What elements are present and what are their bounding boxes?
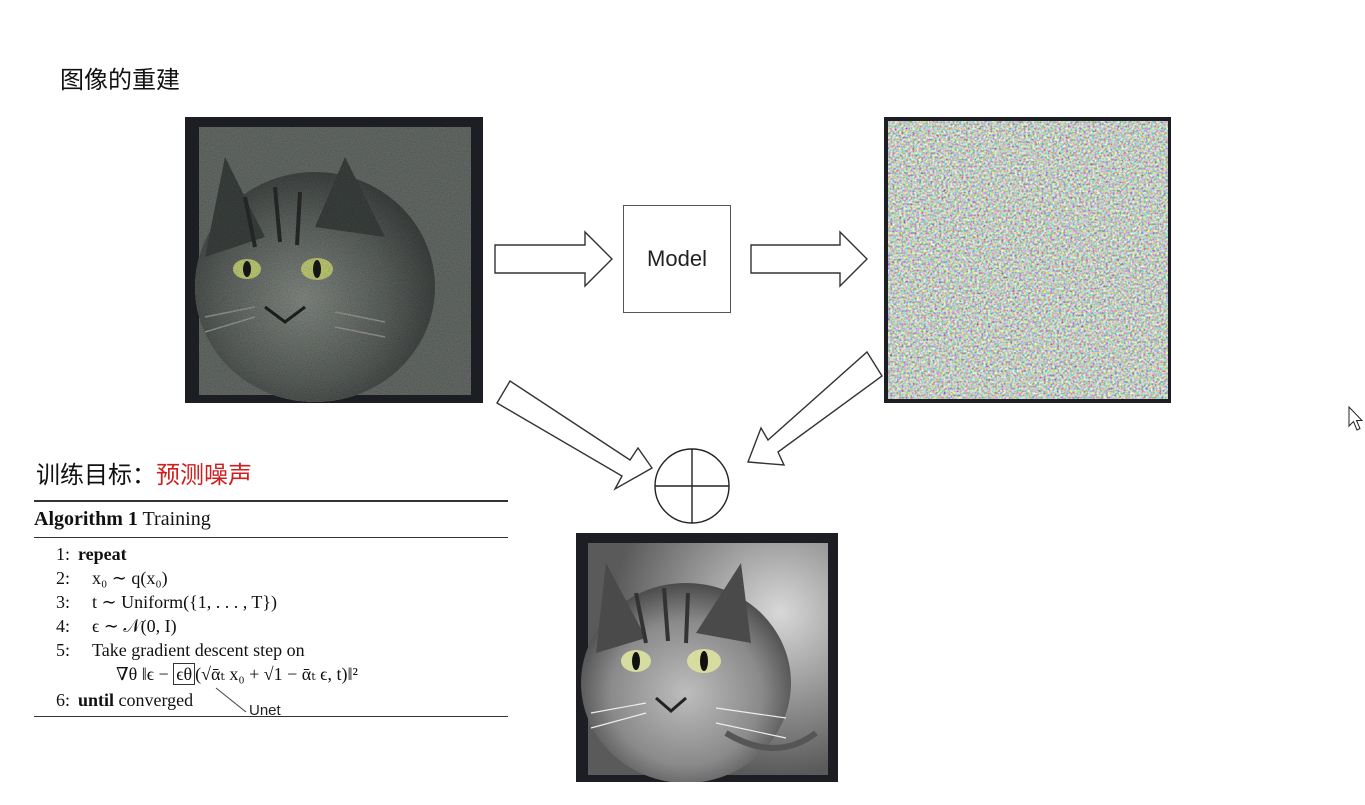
objective-label: 训练目标：	[36, 461, 156, 489]
slide-title: 图像的重建	[60, 66, 180, 94]
line-number: 1:	[55, 544, 70, 564]
algorithm-line: 3: t ∼ Uniform({1, . . . , T})	[34, 590, 508, 614]
line-number: 4:	[55, 616, 70, 636]
rule-bottom	[34, 716, 508, 717]
line-number: 6:	[55, 690, 70, 710]
rule-mid	[34, 537, 508, 538]
line-text: Take gradient descent step on	[92, 640, 305, 660]
diagonal-arrow-icon	[496, 380, 654, 491]
right-arrow-icon	[494, 230, 613, 288]
line-number: 5:	[55, 640, 70, 660]
rule-top	[34, 500, 508, 502]
algorithm-title: Algorithm 1 Training	[34, 502, 508, 537]
diagonal-arrow-icon	[747, 350, 883, 466]
algorithm-line: 5: Take gradient descent step on	[34, 638, 508, 662]
algorithm-line: 1: repeat	[34, 542, 508, 566]
plus-circle-icon	[654, 448, 730, 524]
line-number: 3:	[55, 592, 70, 612]
unet-label: Unet	[249, 702, 281, 719]
line-text: ϵ ∼ 𝒩(0, I)	[92, 616, 177, 636]
unet-pointer-line	[215, 687, 247, 713]
algorithm-line: 2: x₀ ∼ q(x₀)	[34, 566, 508, 590]
objective-value: 预测噪声	[156, 461, 252, 489]
loss-formula: ∇θ ‖ϵ − ϵθ(√ᾱₜ x₀ + √1 − ᾱₜ ϵ, t)‖²	[34, 662, 508, 688]
formula-prefix: ∇θ ‖ϵ −	[116, 664, 174, 684]
right-arrow-icon	[750, 230, 868, 288]
algorithm-line: 6: until converged	[34, 688, 508, 712]
model-box: Model	[623, 205, 731, 313]
algorithm-title-bold: Algorithm 1	[34, 508, 138, 530]
mouse-cursor-icon	[1348, 405, 1364, 436]
line-text: converged	[114, 690, 194, 710]
formula-suffix: (√ᾱₜ x₀ + √1 − ᾱₜ ϵ, t)‖²	[195, 664, 358, 684]
line-text-bold: until	[78, 690, 115, 710]
noisy-cat-image	[185, 117, 483, 403]
clean-cat-image	[576, 533, 838, 782]
line-text: x₀ ∼ q(x₀)	[92, 568, 168, 588]
algorithm-line: 4: ϵ ∼ 𝒩(0, I)	[34, 614, 508, 638]
algorithm-lines: 1: repeat 2: x₀ ∼ q(x₀) 3: t ∼ Uniform({…	[34, 538, 508, 712]
algorithm-title-rest: Training	[137, 508, 211, 530]
formula-epsilon-theta: ϵθ	[173, 663, 196, 685]
algorithm-box: Algorithm 1 Training 1: repeat 2: x₀ ∼ q…	[34, 500, 508, 717]
line-text: t ∼ Uniform({1, . . . , T})	[92, 592, 278, 612]
model-label: Model	[647, 246, 707, 271]
noise-image	[884, 117, 1171, 403]
training-objective: 训练目标：预测噪声	[36, 455, 252, 490]
line-text: repeat	[78, 544, 127, 564]
line-number: 2:	[55, 568, 70, 588]
